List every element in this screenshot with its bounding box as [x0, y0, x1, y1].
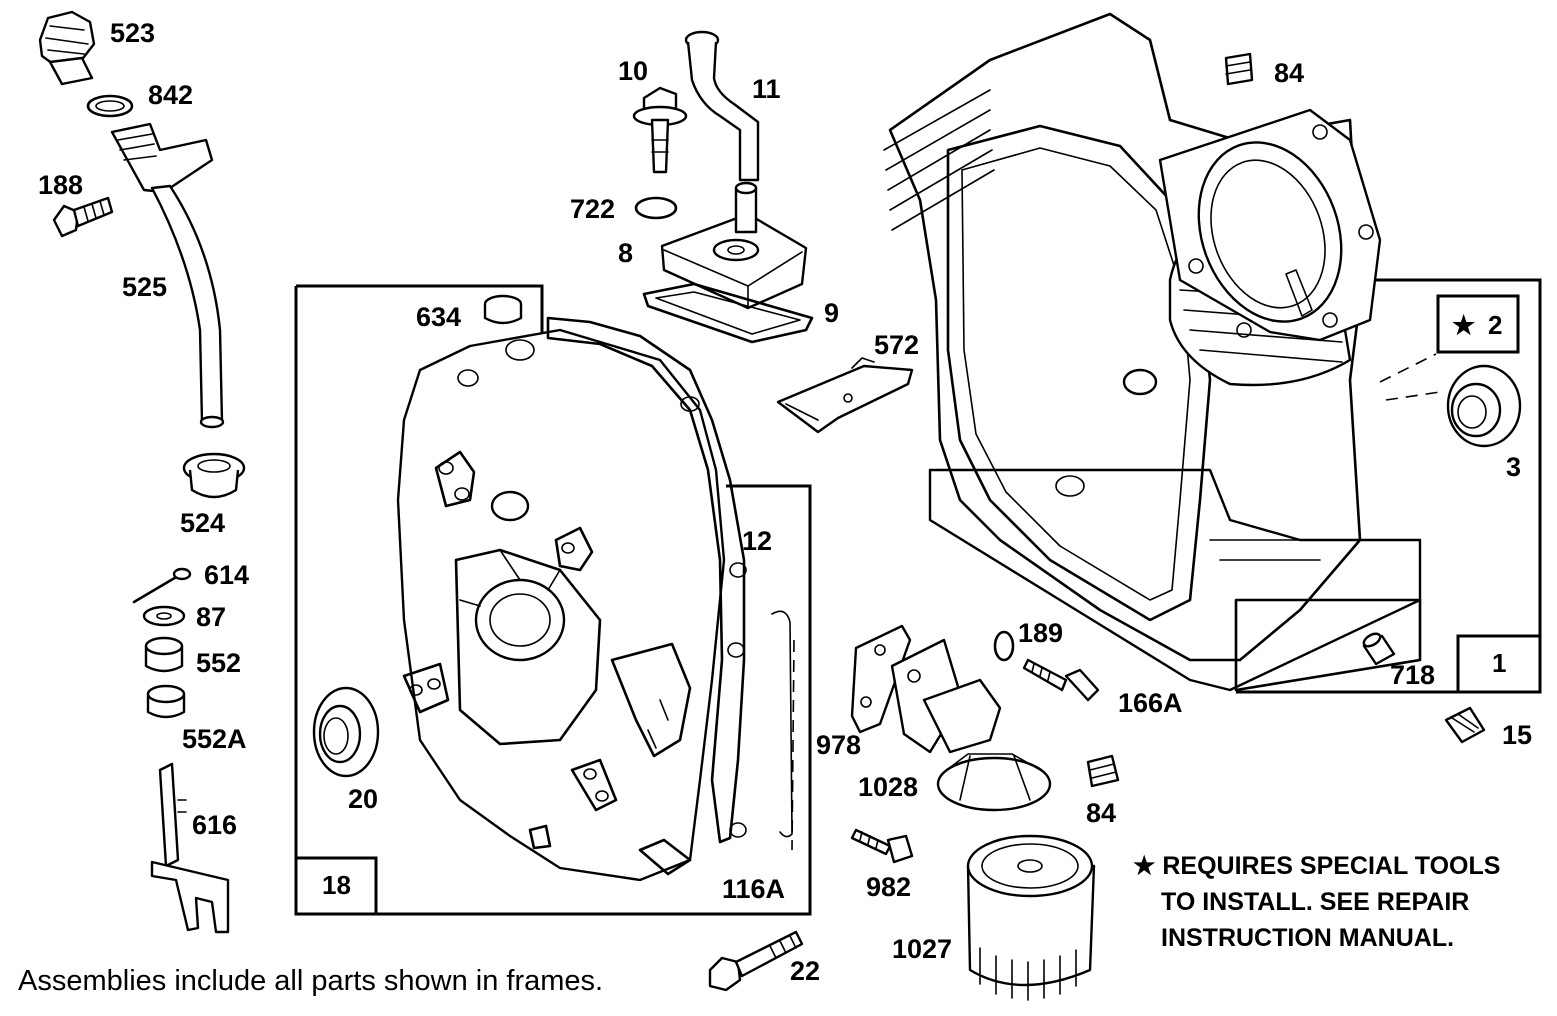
callout-572: 572	[874, 330, 919, 360]
part-8-breather-cover	[660, 181, 808, 310]
frame-2-star: ★	[1452, 310, 1476, 340]
callout-9: 9	[824, 298, 839, 328]
callout-166a: 166A	[1118, 688, 1183, 718]
part-12-gasket-outline	[771, 610, 795, 851]
note-line-2: TO INSTALL. SEE REPAIR	[1161, 888, 1470, 916]
callout-842: 842	[148, 80, 193, 110]
part-552a-bushing	[146, 684, 186, 719]
callout-116a: 116A	[722, 874, 785, 904]
callout-188: 188	[38, 170, 83, 200]
part-614-cotter-pin	[132, 567, 192, 604]
callout-722: 722	[570, 194, 615, 224]
part-1027-oil-filter	[966, 834, 1096, 1001]
callout-1028: 1028	[858, 772, 918, 802]
callout-616: 616	[192, 810, 237, 840]
special-tools-note: ★ REQUIRES SPECIAL TOOLS TO INSTALL. SEE…	[1133, 848, 1553, 956]
part-188-screw	[52, 196, 114, 238]
part-189-washer	[993, 630, 1015, 662]
callout-718: 718	[1390, 660, 1435, 690]
callout-552a: 552A	[182, 724, 247, 754]
part-525-dipstick-tube	[110, 122, 225, 429]
callout-634: 634	[416, 302, 461, 332]
part-552-bushing	[144, 636, 184, 673]
callout-22: 22	[790, 956, 820, 986]
callout-84-bottom: 84	[1086, 798, 1116, 828]
part-87-washer	[142, 605, 186, 627]
part-634-seal	[483, 294, 523, 325]
part-616-governor-shaft	[150, 762, 230, 934]
part-3-oil-seal	[1446, 364, 1522, 448]
callout-20: 20	[348, 784, 378, 814]
callout-3: 3	[1506, 452, 1521, 482]
part-20-oil-seal	[312, 686, 380, 778]
callout-982: 982	[866, 872, 911, 902]
frame-1-crankcase-assembly	[1236, 278, 1542, 694]
assemblies-caption: Assemblies include all parts shown in fr…	[18, 965, 604, 997]
part-9-gasket	[642, 282, 814, 344]
star-icon: ★	[1133, 852, 1156, 880]
frame-1-label: 1	[1492, 648, 1506, 678]
frame-18-sump-assembly	[294, 284, 812, 916]
part-84-plug-top	[1224, 52, 1254, 86]
part-978-gasket	[850, 624, 912, 734]
callout-84-top: 84	[1274, 58, 1304, 88]
part-572-bracket	[776, 357, 914, 434]
part-22-bolt	[708, 930, 804, 992]
frame-18-label: 18	[322, 870, 351, 900]
part-10-bolt	[632, 86, 688, 174]
part-1028-filter-adapter	[890, 638, 1052, 812]
callout-10: 10	[618, 56, 648, 86]
callout-552: 552	[196, 648, 241, 678]
callout-8: 8	[618, 238, 633, 268]
part-982-screw	[850, 828, 914, 864]
sump-cover-drawing	[396, 316, 747, 882]
callout-524: 524	[180, 508, 225, 538]
callout-189: 189	[1018, 618, 1063, 648]
crankcase-drawing	[883, 12, 1422, 692]
note-line-1: ★ REQUIRES SPECIAL TOOLS	[1133, 852, 1501, 880]
part-84-plug-bottom	[1086, 754, 1120, 788]
part-15-drain-plug	[1444, 706, 1486, 744]
callout-11: 11	[752, 74, 781, 104]
callout-525: 525	[122, 272, 167, 302]
callout-12: 12	[742, 526, 772, 556]
callout-978: 978	[816, 730, 861, 760]
part-722-o-ring	[634, 196, 678, 220]
part-842-o-ring	[86, 94, 134, 118]
callout-87: 87	[196, 602, 226, 632]
callout-523: 523	[110, 18, 155, 48]
part-166a-stud	[1022, 658, 1100, 702]
part-523-oil-fill-cap	[38, 10, 96, 86]
part-11-breather-tube	[684, 30, 760, 182]
part-718-dowel	[1362, 632, 1396, 666]
callout-1027: 1027	[892, 934, 952, 964]
note-line-3: INSTRUCTION MANUAL.	[1161, 924, 1455, 952]
frame-2-label: 2	[1488, 310, 1502, 340]
callout-15: 15	[1502, 720, 1532, 750]
part-524-tube-seal	[182, 452, 246, 499]
callout-614: 614	[204, 560, 249, 590]
